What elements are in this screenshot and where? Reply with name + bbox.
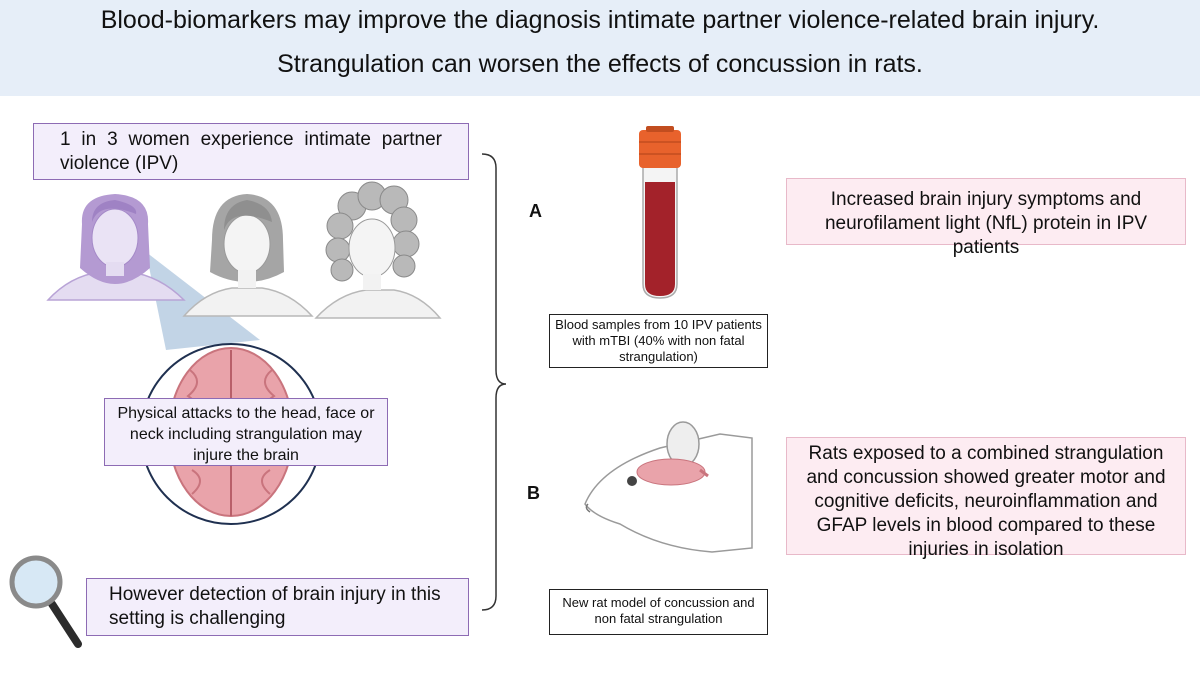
- grouping-brace: [481, 153, 507, 611]
- detection-challenge-box: However detection of brain injury in thi…: [86, 578, 469, 636]
- blood-tube-icon: [639, 126, 681, 299]
- title-line-1: Blood-biomarkers may improve the diagnos…: [100, 6, 1100, 34]
- title-banner: Blood-biomarkers may improve the diagnos…: [0, 0, 1200, 96]
- woman-purple-icon: [46, 194, 186, 301]
- physical-attack-box: Physical attacks to the head, face or ne…: [104, 398, 388, 466]
- woman-curly-icon: [314, 181, 442, 319]
- panel-a-label: A: [529, 201, 542, 221]
- rat-model-caption: New rat model of concussion and non fata…: [549, 589, 768, 635]
- title-line-2: Strangulation can worsen the effects of …: [277, 50, 923, 78]
- blood-sample-caption: Blood samples from 10 IPV patients with …: [549, 314, 768, 368]
- panel-b-finding: Rats exposed to a combined strangulation…: [786, 437, 1186, 560]
- rat-icon: [584, 421, 753, 553]
- ipv-statistic-box: 1 in 3 women experience intimate partner…: [33, 123, 469, 180]
- panel-b-label: B: [527, 483, 540, 503]
- woman-gray-icon: [182, 194, 314, 317]
- magnifying-glass-icon: [9, 555, 82, 648]
- panel-a-finding: Increased brain injury symptoms and neur…: [786, 178, 1186, 258]
